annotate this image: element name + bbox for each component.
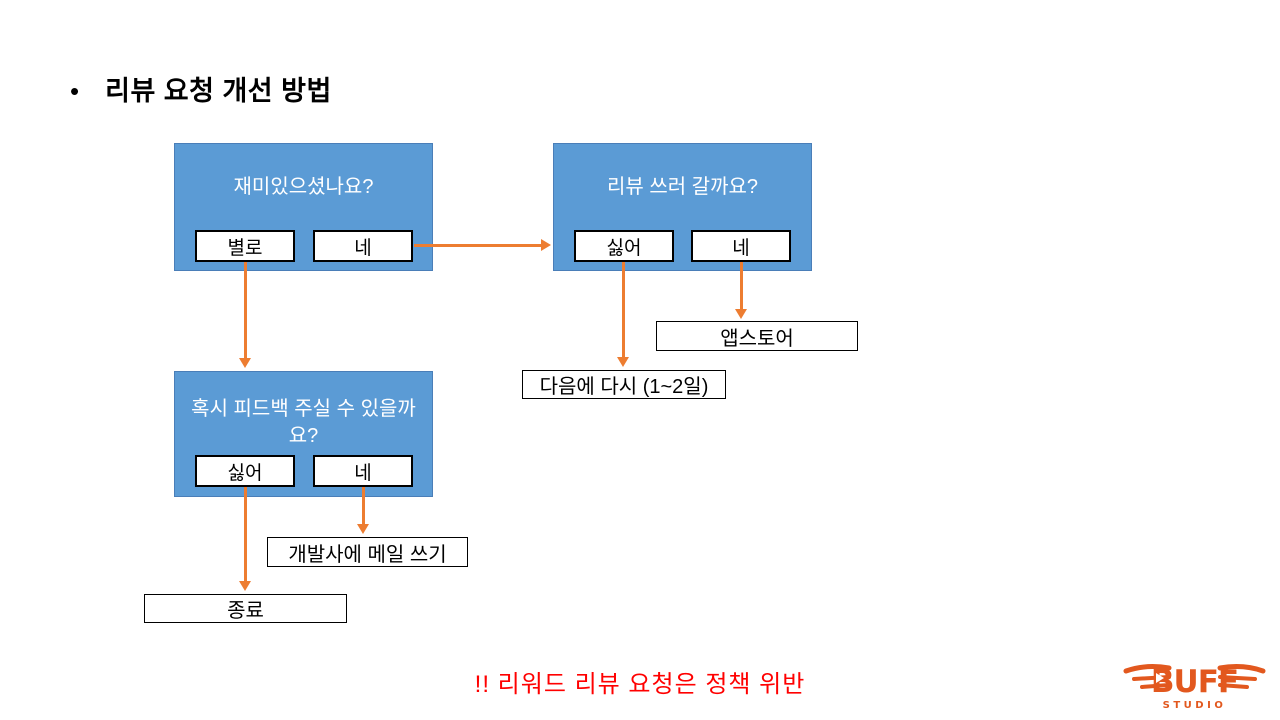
arrowhead-down-icon xyxy=(357,524,369,534)
flow-box-question-1: 재미있으셨나요? 별로 네 xyxy=(174,143,433,271)
question-2-text: 리뷰 쓰러 갈까요? xyxy=(606,176,759,198)
question-2-no-button: 싫어 xyxy=(574,230,674,262)
result-box-appstore: 앱스토어 xyxy=(656,321,858,351)
page-title: 리뷰 요청 개선 방법 xyxy=(105,76,332,106)
right-wing-icon xyxy=(1217,664,1266,689)
title-bullet: • xyxy=(70,76,80,106)
question-1-no-button: 별로 xyxy=(195,230,295,262)
policy-warning-text: !! 리워드 리뷰 요청은 정책 위반 xyxy=(474,671,806,698)
question-2-yes-button: 네 xyxy=(691,230,791,262)
title-row: • 리뷰 요청 개선 방법 xyxy=(70,74,332,108)
play-triangle-icon xyxy=(1156,673,1164,683)
arrowhead-right-icon xyxy=(541,239,551,251)
arrow-line xyxy=(362,487,365,524)
arrow-line xyxy=(244,487,247,581)
arrowhead-down-icon xyxy=(239,358,251,368)
result-box-end: 종료 xyxy=(144,594,347,623)
arrow-line xyxy=(740,262,743,309)
arrow-line xyxy=(622,262,625,357)
result-box-retry-later: 다음에 다시 (1~2일) xyxy=(522,370,726,399)
question-3-yes-button: 네 xyxy=(313,455,413,487)
question-3-text: 혹시 피드백 주실 수 있을까요? xyxy=(191,398,416,447)
arrowhead-down-icon xyxy=(617,357,629,367)
arrow-line xyxy=(414,244,541,247)
buff-studio-logo: BUFF STUDIO xyxy=(1123,664,1266,711)
question-1-text: 재미있으셨나요? xyxy=(233,176,374,198)
arrowhead-down-icon xyxy=(239,581,251,591)
question-1-yes-button: 네 xyxy=(313,230,413,262)
question-3-no-button: 싫어 xyxy=(195,455,295,487)
arrow-line xyxy=(244,262,247,358)
left-wing-icon xyxy=(1123,664,1172,689)
flow-box-question-3: 혹시 피드백 주실 수 있을까요? 싫어 네 xyxy=(174,371,433,497)
flow-box-question-2: 리뷰 쓰러 갈까요? 싫어 네 xyxy=(553,143,812,271)
logo-brand-text: BUFF xyxy=(1151,664,1238,700)
result-box-mail-developer: 개발사에 메일 쓰기 xyxy=(267,537,468,567)
logo-subtext: STUDIO xyxy=(1163,700,1227,711)
arrowhead-down-icon xyxy=(735,309,747,319)
